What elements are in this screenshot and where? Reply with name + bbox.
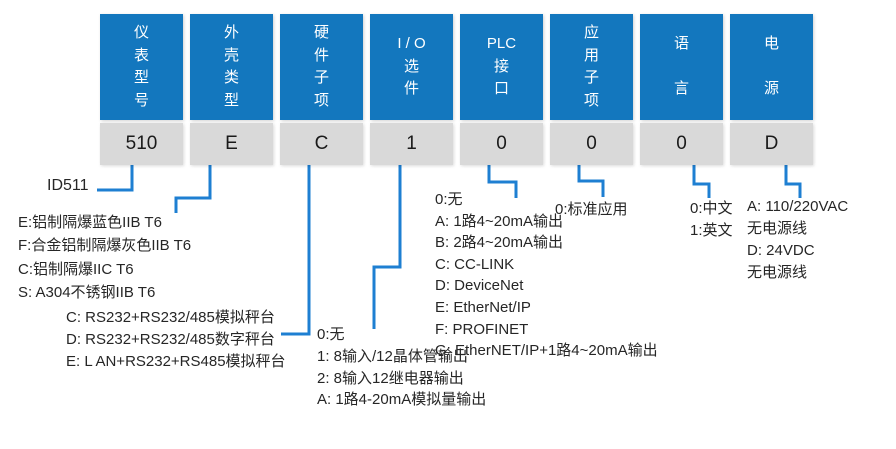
legend-item: C:铝制隔爆IIC T6 bbox=[18, 260, 134, 278]
field-code-box: 1 bbox=[370, 123, 453, 165]
column-enclosure: 外 壳 类 型 E bbox=[190, 14, 273, 165]
field-code-box: C bbox=[280, 123, 363, 165]
field-label-box: 外 壳 类 型 bbox=[190, 14, 273, 120]
field-code-box: 0 bbox=[640, 123, 723, 165]
column-model: 仪 表 型 号 510 bbox=[100, 14, 183, 165]
legend-io: 0:无 1: 8输入/12晶体管输出 2: 8输入12继电器输出 A: 1路4-20m… bbox=[317, 324, 486, 411]
legend-item: A: 110/220VAC bbox=[747, 198, 849, 215]
legend-item: 1:英文 bbox=[690, 222, 733, 240]
field-code: 0 bbox=[496, 133, 507, 154]
column-plc: PLC 接 口 0 bbox=[460, 14, 543, 165]
field-code-box: 0 bbox=[460, 123, 543, 165]
model-id-label: ID511 bbox=[47, 177, 89, 194]
legend-item: G: EtherNET/IP+1路4~20mA输出 bbox=[435, 342, 658, 360]
field-label-box: 仪 表 型 号 bbox=[100, 14, 183, 120]
field-code: E bbox=[225, 133, 238, 154]
field-code-box: 0 bbox=[550, 123, 633, 165]
field-label: 语 言 bbox=[673, 35, 689, 98]
legend-item: F: PROFINET bbox=[435, 320, 529, 338]
legend-item: E: L AN+RS232+RS485模拟秤台 bbox=[66, 353, 286, 371]
field-code: C bbox=[314, 133, 329, 154]
legend-item: S: A304不锈钢IIB T6 bbox=[18, 284, 156, 302]
field-label: 外 壳 类 型 bbox=[223, 24, 239, 109]
field-label: I / O 选 件 bbox=[397, 35, 426, 98]
legend-item: 2: 8输入12继电器输出 bbox=[317, 369, 464, 387]
legend-item: C: RS232+RS232/485模拟秤台 bbox=[66, 309, 275, 326]
field-code: 0 bbox=[586, 133, 597, 154]
field-code: D bbox=[764, 133, 779, 154]
field-label: 应 用 子 项 bbox=[583, 24, 599, 109]
column-hardware: 硬 件 子 项 C bbox=[280, 14, 363, 165]
legend-item: 0:标准应用 bbox=[555, 201, 628, 218]
legend-item: A: 1路4~20mA输出 bbox=[435, 212, 563, 230]
column-power: 电 源 D bbox=[730, 14, 813, 165]
legend-item: 1: 8输入/12晶体管输出 bbox=[317, 347, 468, 365]
legend-item: E: EtherNet/IP bbox=[435, 298, 531, 316]
legend-item: F:合金铝制隔爆灰色IIB T6 bbox=[18, 237, 192, 255]
legend-item: 0:无 bbox=[317, 326, 345, 343]
column-io: I / O 选 件 1 bbox=[370, 14, 453, 165]
field-label-box: 硬 件 子 项 bbox=[280, 14, 363, 120]
connector-power bbox=[784, 165, 802, 198]
legend-item: B: 2路4~20mA输出 bbox=[435, 234, 563, 252]
field-code-box: D bbox=[730, 123, 813, 165]
legend-plc: 0:无 A: 1路4~20mA输出 B: 2路4~20mA输出 C: CC-LINK D… bbox=[435, 189, 658, 362]
legend-item: 无电源线 bbox=[747, 264, 808, 281]
field-code: 510 bbox=[125, 133, 158, 154]
field-label: 仪 表 型 号 bbox=[133, 24, 149, 109]
legend-item: 0:无 bbox=[435, 191, 463, 208]
legend-item: D: DeviceNet bbox=[435, 277, 524, 295]
field-label-box: 语 言 bbox=[640, 14, 723, 120]
field-label: 硬 件 子 项 bbox=[313, 24, 329, 109]
legend-item: 0:中文 bbox=[690, 200, 733, 217]
field-label-box: PLC 接 口 bbox=[460, 14, 543, 120]
legend-item: E:铝制隔爆蓝色IIB T6 bbox=[18, 214, 162, 231]
column-language: 语 言 0 bbox=[640, 14, 723, 165]
legend-item: D: RS232+RS232/485数字秤台 bbox=[66, 331, 275, 349]
field-label: PLC 接 口 bbox=[486, 35, 517, 98]
connector-model bbox=[97, 165, 134, 192]
column-application: 应 用 子 项 0 bbox=[550, 14, 633, 165]
field-label: 电 源 bbox=[763, 35, 779, 98]
field-code-box: E bbox=[190, 123, 273, 165]
legend-item: D: 24VDC bbox=[747, 242, 815, 259]
legend-language: 0:中文 1:英文 bbox=[690, 198, 733, 243]
legend-power: A: 110/220VAC 无电源线 D: 24VDC 无电源线 bbox=[747, 196, 848, 284]
field-code: 1 bbox=[406, 133, 417, 154]
field-label-box: 电 源 bbox=[730, 14, 813, 120]
legend-application: 0:标准应用 bbox=[555, 199, 628, 221]
legend-hardware: C: RS232+RS232/485模拟秤台 D: RS232+RS232/485… bbox=[66, 307, 286, 374]
field-code: 0 bbox=[676, 133, 687, 154]
field-code-box: 510 bbox=[100, 123, 183, 165]
connector-language bbox=[692, 165, 711, 198]
field-label-box: 应 用 子 项 bbox=[550, 14, 633, 120]
connector-io bbox=[372, 165, 402, 329]
legend-item: A: 1路4-20mA模拟量输出 bbox=[317, 391, 487, 409]
legend-item: 无电源线 bbox=[747, 220, 808, 237]
legend-enclosure: E:铝制隔爆蓝色IIB T6 F:合金铝制隔爆灰色IIB T6 C:铝制隔爆IIC … bbox=[18, 211, 191, 305]
legend-item: C: CC-LINK bbox=[435, 255, 515, 273]
connector-enclosure bbox=[174, 165, 212, 213]
field-label-box: I / O 选 件 bbox=[370, 14, 453, 120]
